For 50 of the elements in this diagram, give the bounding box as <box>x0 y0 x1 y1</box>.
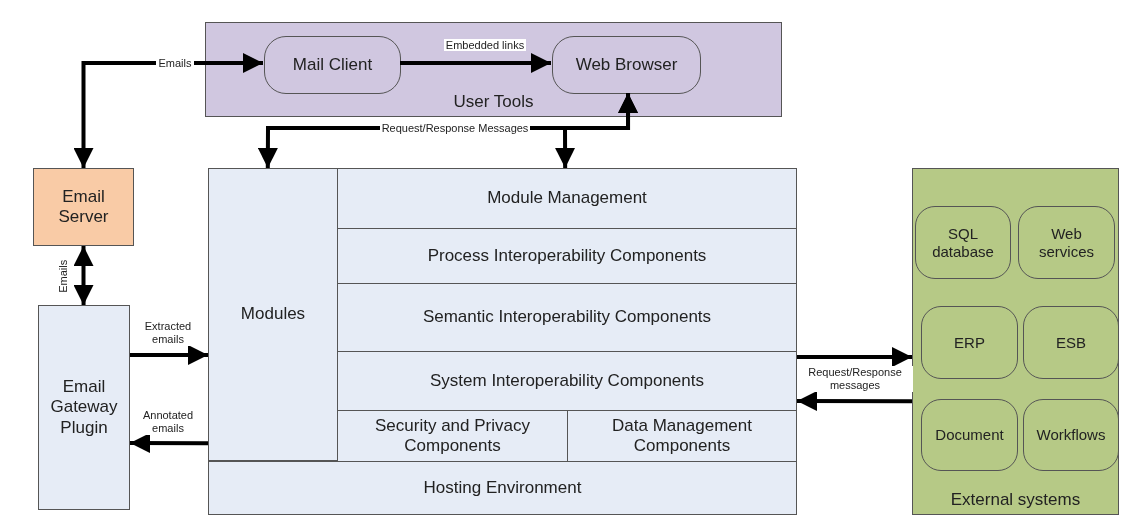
component-box <box>208 461 797 515</box>
node-label: Mail Client <box>292 54 373 76</box>
rounded-box <box>921 306 1018 379</box>
rounded-box <box>552 36 701 94</box>
container-panel <box>912 168 1119 515</box>
rounded-box <box>264 36 401 94</box>
arrow <box>73 53 263 168</box>
rounded-box <box>921 399 1018 471</box>
node-label: Security and Privacy Components <box>374 415 531 457</box>
component-box <box>33 168 134 246</box>
node-label: Process Interoperability Components <box>427 245 707 267</box>
node-label: Web services <box>1038 224 1095 261</box>
arrow <box>797 391 912 411</box>
container-panel <box>205 22 782 117</box>
component-box <box>337 283 797 352</box>
component-box <box>567 410 797 462</box>
component-box <box>337 410 568 462</box>
arrow <box>73 246 94 305</box>
component-box <box>337 351 797 411</box>
component-box <box>337 228 797 284</box>
node-label: Email Server <box>57 186 110 228</box>
node-label: SQL database <box>931 224 995 261</box>
edge-label: Request/Response Messages <box>379 121 531 135</box>
rounded-box <box>1023 399 1119 471</box>
node-label: ESB <box>1056 333 1086 352</box>
node-label: Data Management Components <box>611 415 753 457</box>
rounded-box <box>915 206 1011 279</box>
component-box <box>38 305 130 510</box>
arrow <box>130 344 208 365</box>
node-label: Modules <box>240 304 306 325</box>
rounded-box <box>1023 306 1119 379</box>
node-label: Email Gateway Plugin <box>49 376 119 439</box>
node-label: Document <box>935 426 1004 444</box>
node-label: ERP <box>954 333 985 352</box>
edge-label: Emails <box>156 56 194 70</box>
arrow <box>130 433 208 453</box>
arrow <box>400 53 551 73</box>
node-label: Web Browser <box>575 54 678 76</box>
arrow <box>555 93 639 168</box>
node-label: Semantic Interoperability Components <box>422 307 712 328</box>
node-label: Module Management <box>487 188 647 209</box>
group-title: External systems <box>949 489 1082 510</box>
rounded-box <box>1018 206 1115 279</box>
node-label: Hosting Environment <box>423 477 582 499</box>
node-label: System Interoperability Components <box>430 370 704 392</box>
group-title: User Tools <box>452 91 535 112</box>
arrow <box>797 347 912 368</box>
node-label: Workflows <box>1036 426 1106 444</box>
component-box <box>208 168 338 461</box>
component-box <box>337 168 797 229</box>
